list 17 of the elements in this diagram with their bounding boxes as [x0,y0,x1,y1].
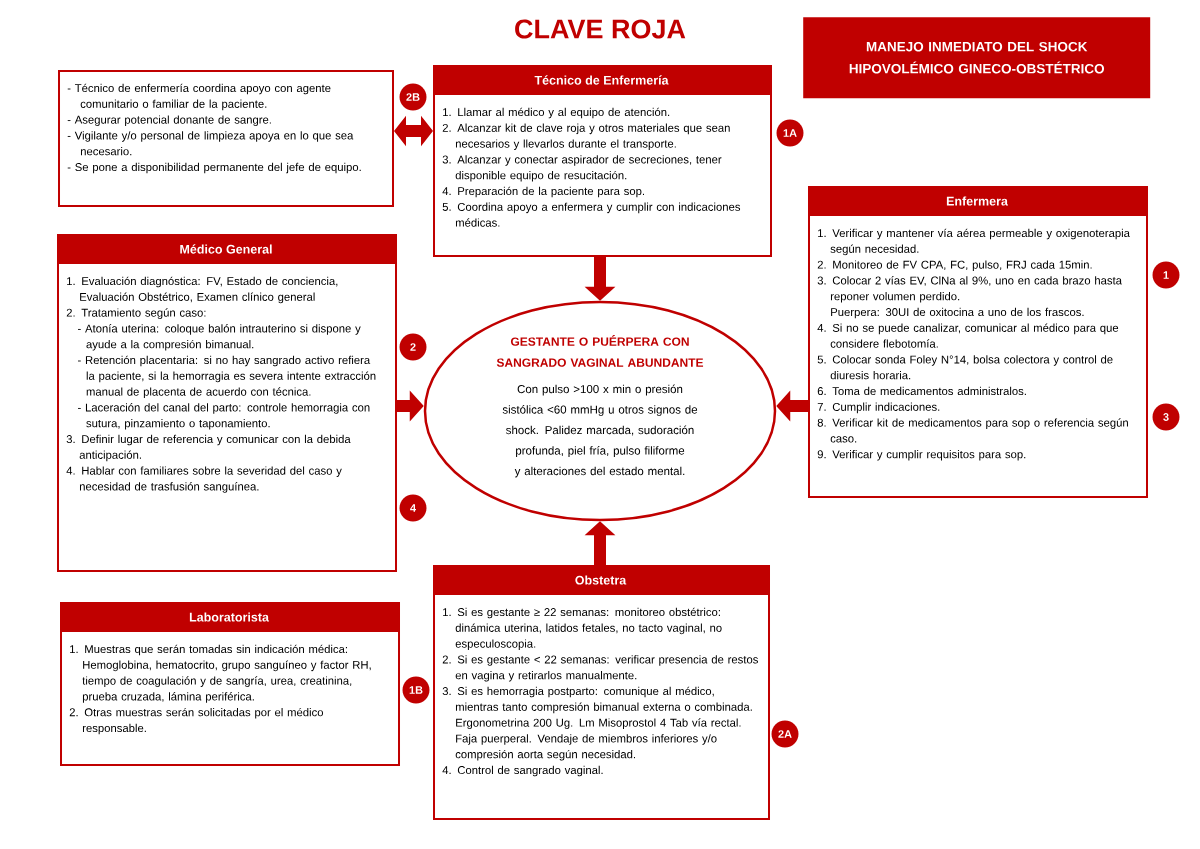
banner: MANEJO INMEDIATO DEL SHOCK HIPOVOLÉMICO GINECO-OBSTÉTRICO [803,17,1151,99]
role-card: Enfermera 1. Verificar y mantener vía aérea permeable y oxigenoterapia según necesidad. 2. Monitoreo de FV CPA, FC, pulso, FRJ cada 15min. 3. Colocar 2 vías EV, ClNa al 9%, uno en cada brazo hasta reponer volumen perdido. Puerpera: 30UI de oxitocina a uno de los frascos. 4. Si no se puede canalizar, comunicar al médico para que considere flebotomía. 5. Colocar sonda Foley N°14, bolsa colectora y control de diuresis horaria. 6. Toma de medicamentos administralos. 7. Cumplir indicaciones. 8. Verificar kit de medicamentos para sop o referencia según caso. 9. Verificar y cumplir requisitos para sop. [808,186,1148,498]
badge: 1A [776,119,804,147]
badge: 1B [402,676,430,704]
role-card: Laboratorista 1. Muestras que serán tomadas sin indicación médica: Hemoglobina, hematocrito, grupo sanguíneo y factor RH, tiempo de coagulación y de sangría, urea, creatinina, prueba cruzada, lámina periférica. 2. Otras muestras serán solicitadas por el médico responsable. [60,602,400,766]
note-box: - Técnico de enfermería coordina apoyo con agente comunitario o familiar de la paciente. - Asegurar potencial donante de sangre. - Vigilante y/o personal de limpieza apoya en lo que sea necesario. - Se pone a disponibilidad permanente del jefe de equipo. [58,70,394,207]
badge: 1 [1152,261,1180,289]
role-card: Obstetra 1. Si es gestante ≥ 22 semanas: monitoreo obstétrico: dinámica uterina, latidos fetales, no tacto vaginal, no especuloscopia. 2. Si es gestante < 22 semanas: verificar presencia de restos en vagina y retirarlos manualmente. 3. Si es hemorragia postparto: comunique al médico, mientras tanto compresión bimanual externa o combinada. Ergonometrina 200 Ug. Lm Misoprostol 4 Tab vía rectal. Faja puerperal. Vendaje de miembros inferiores y/o compresión aorta según necesidad. 4. Control de sangrado vaginal. [433,565,770,820]
double-arrow [394,115,433,147]
role-card: Técnico de Enfermería 1. Llamar al médico y al equipo de atención. 2. Alcanzar kit de clave roja y otros materiales que sean necesarios y llevarlos durante el transporte. 3. Alcanzar y conectar aspirador de secreciones, tener disponible equipo de resucitación. 4. Preparación de la paciente para sop. 5. Coordina apoyo a enfermera y cumplir con indicaciones médicas. [433,65,772,257]
badge: 2A [771,720,799,748]
badge: 2B [399,83,427,111]
badge: 2 [399,333,427,361]
title: CLAVE ROJA [515,19,686,39]
badge: 3 [1152,403,1180,431]
badge: 4 [399,494,427,522]
role-card: Médico General 1. Evaluación diagnóstica: FV, Estado de conciencia, Evaluación Obstétrico, Examen clínico general 2. Tratamiento según caso: - Atonía uterina: coloque balón intrauterino si dispone y ayude a la compresión bimanual. - Retención placentaria: si no hay sangrado activo refiera la paciente, si la hemorragia es severa intente extracción manual de placenta de acuerdo con técnica. - Laceración del canal del parto: controle hemorragia con sutura, pinzamiento o taponamiento. 3. Definir lugar de referencia y comunicar con la debida anticipación. 4. Hablar con familiares sobre la severidad del caso y necesidad de trasfusión sanguínea. [57,234,397,572]
